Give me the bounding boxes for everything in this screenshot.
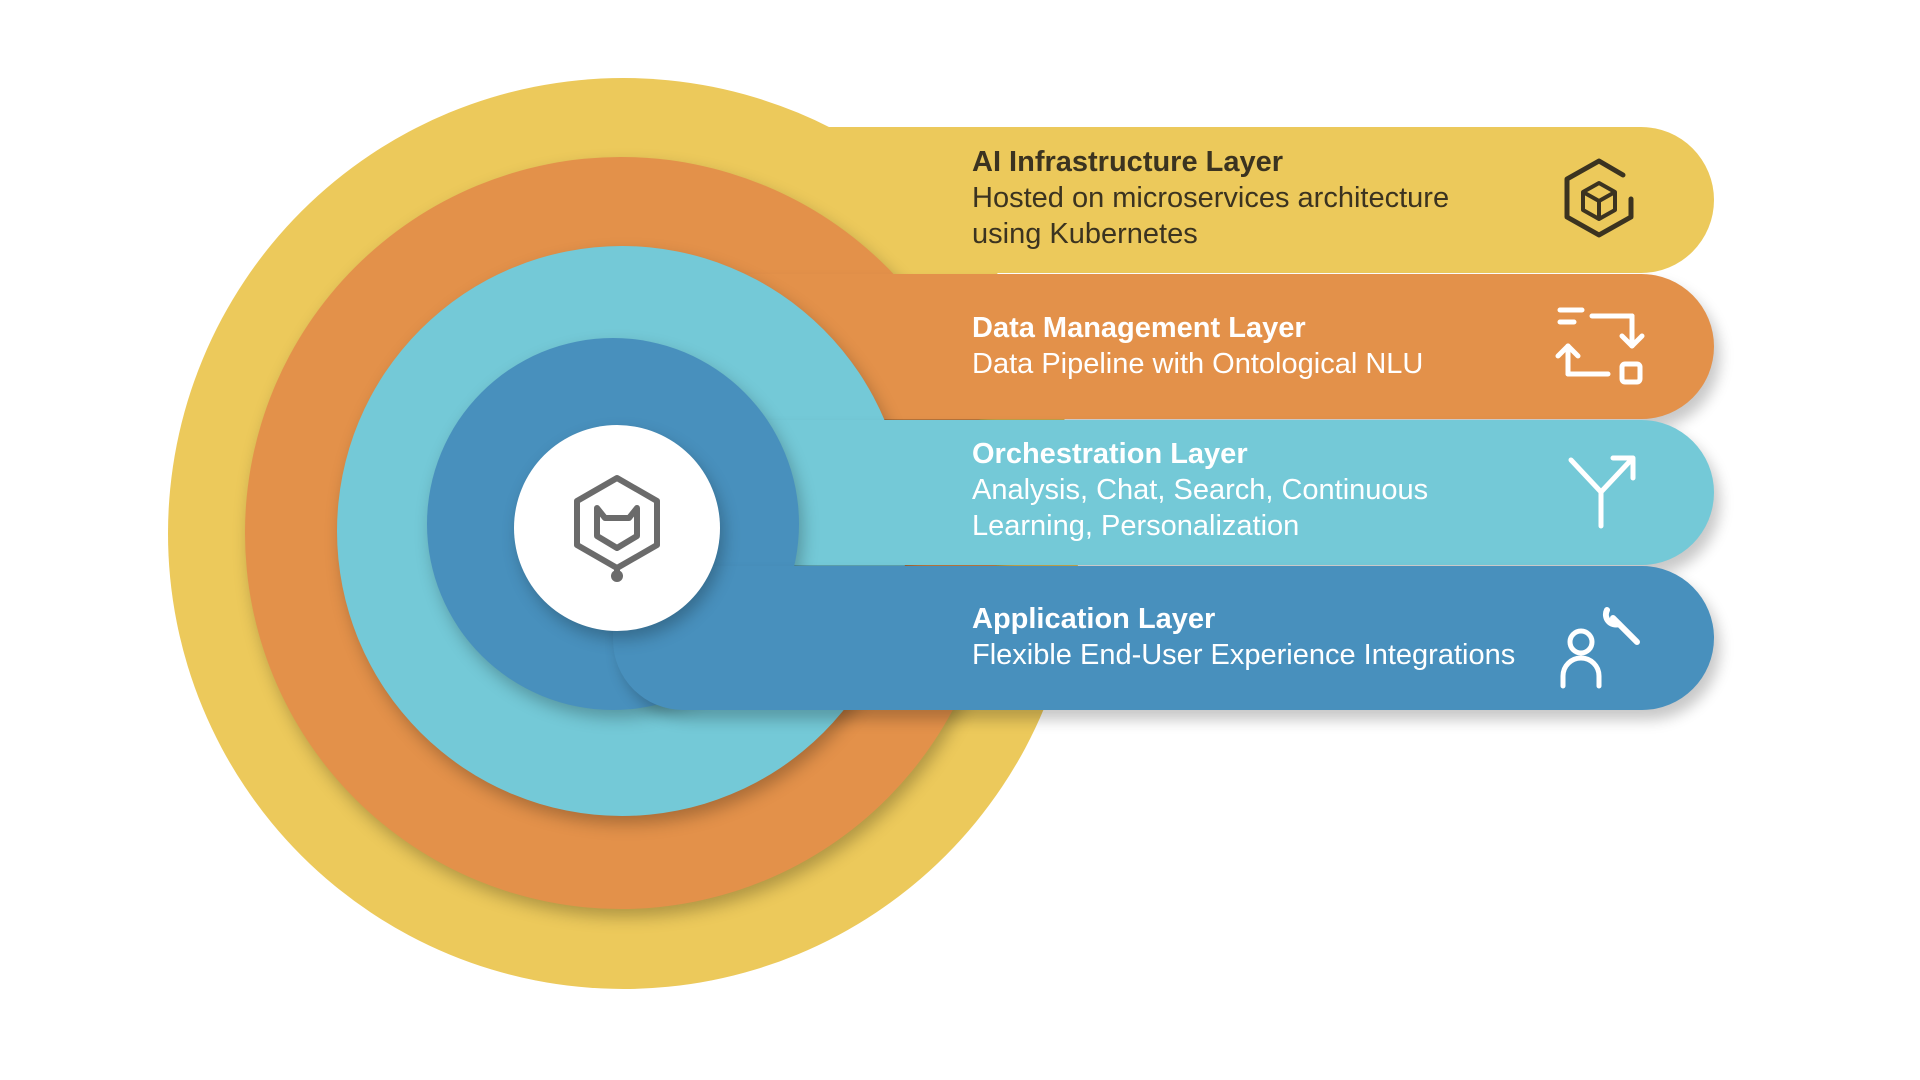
layer-text-data-management: Data Management Layer Data Pipeline with… (972, 310, 1423, 382)
layer-description: Flexible End-User Experience Integration… (972, 639, 1516, 671)
layer-text-ai-infrastructure: AI Infrastructure Layer Hosted on micros… (972, 144, 1449, 252)
layer-description: Hosted on microservices architecture usi… (972, 182, 1450, 250)
layer-text-orchestration: Orchestration Layer Analysis, Chat, Sear… (972, 436, 1428, 544)
data-pipeline-icon (1552, 302, 1648, 390)
layer-title: Orchestration Layer (972, 438, 1248, 470)
layer-title: Data Management Layer (972, 312, 1306, 344)
merge-arrows-icon (1561, 452, 1641, 532)
layer-title: AI Infrastructure Layer (972, 146, 1284, 178)
layer-band-orchestration (620, 420, 1714, 565)
user-wrench-icon (1557, 606, 1647, 692)
cube-hexagon-icon (1557, 153, 1641, 243)
center-circle (514, 425, 720, 631)
layer-title: Application Layer (972, 603, 1216, 635)
hex-cat-logo-icon (567, 473, 667, 583)
layer-text-application: Application Layer Flexible End-User Expe… (972, 601, 1515, 673)
layer-description: Analysis, Chat, Search, Continuous Learn… (972, 474, 1429, 542)
layer-description: Data Pipeline with Ontological NLU (972, 348, 1424, 380)
layer-band-application (613, 566, 1714, 710)
